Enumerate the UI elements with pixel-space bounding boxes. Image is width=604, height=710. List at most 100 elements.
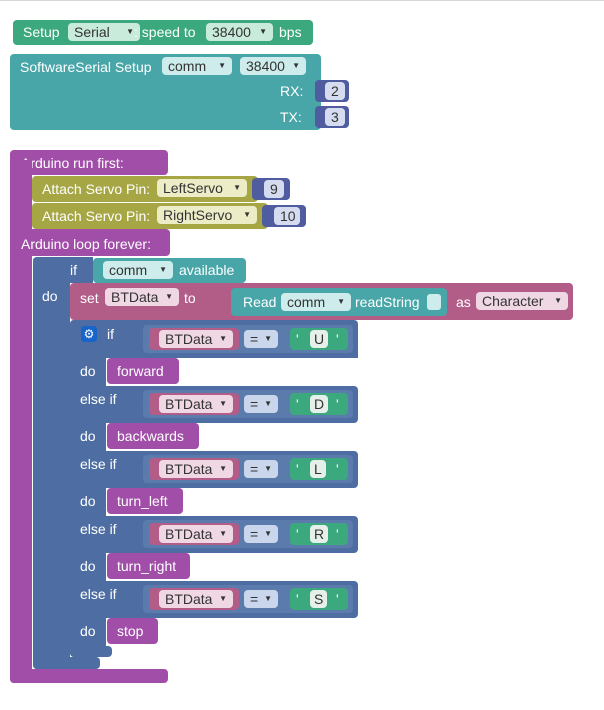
right-servo-pin-field[interactable]: 10 bbox=[274, 207, 300, 225]
servo-attach-block-right[interactable]: Attach Servo Pin: RightServo▼ bbox=[32, 203, 268, 229]
software-serial-speed-dropdown[interactable]: 38400▼ bbox=[240, 57, 306, 75]
do-label: do bbox=[80, 363, 96, 379]
outer-do-label: do bbox=[42, 288, 58, 304]
arduino-loop-header[interactable] bbox=[10, 229, 170, 256]
servo-pin-block-left[interactable]: 9 bbox=[252, 178, 290, 200]
compare-variable-block[interactable]: BTData▼ bbox=[149, 588, 239, 610]
char-block[interactable]: ' L ' bbox=[290, 458, 348, 480]
set-variable-value: BTData bbox=[111, 289, 159, 305]
outer-if-label: if bbox=[70, 262, 77, 278]
operator-dropdown[interactable]: =▼ bbox=[244, 460, 278, 478]
compare-variable-dropdown[interactable]: BTData▼ bbox=[159, 395, 233, 413]
setup-serial-block[interactable]: Setup Serial▼ : speed to 38400▼ bps bbox=[13, 20, 313, 45]
stream-available-block[interactable]: comm▼ available bbox=[93, 258, 246, 283]
action-block[interactable]: turn_right bbox=[107, 553, 190, 579]
action-block[interactable]: turn_left bbox=[107, 488, 183, 514]
chevron-down-icon: ▼ bbox=[264, 399, 272, 408]
char-value: U bbox=[314, 331, 325, 347]
rx-number-block[interactable]: 2 bbox=[315, 80, 349, 102]
else-if-label: else if bbox=[80, 391, 117, 407]
read-string-block[interactable]: Read comm▼ readString bbox=[231, 288, 447, 316]
compare-variable-dropdown[interactable]: BTData▼ bbox=[159, 330, 233, 348]
set-variable-dropdown[interactable]: BTData ▼ bbox=[105, 288, 179, 306]
read-string-empty-slot[interactable] bbox=[427, 294, 441, 310]
compare-variable-block[interactable]: BTData▼ bbox=[149, 328, 239, 350]
quote-open-icon: ' bbox=[296, 591, 299, 607]
compare-variable-dropdown[interactable]: BTData▼ bbox=[159, 525, 233, 543]
chevron-down-icon: ▼ bbox=[264, 464, 272, 473]
read-stream-dropdown[interactable]: comm▼ bbox=[281, 293, 351, 311]
operator-dropdown[interactable]: =▼ bbox=[244, 590, 278, 608]
chevron-down-icon: ▼ bbox=[243, 210, 251, 219]
compare-variable-dropdown[interactable]: BTData▼ bbox=[159, 460, 233, 478]
inner-if-footer bbox=[70, 646, 112, 657]
char-block[interactable]: ' S ' bbox=[290, 588, 348, 610]
operator-dropdown[interactable]: =▼ bbox=[244, 525, 278, 543]
compare-variable-dropdown[interactable]: BTData▼ bbox=[159, 590, 233, 608]
tx-number-field[interactable]: 3 bbox=[325, 108, 345, 126]
action-block[interactable]: forward bbox=[107, 358, 179, 384]
set-label: set bbox=[80, 290, 99, 306]
char-block[interactable]: ' U ' bbox=[290, 328, 348, 350]
quote-close-icon: ' bbox=[336, 331, 339, 347]
left-servo-pin-field[interactable]: 9 bbox=[264, 180, 284, 198]
compare-block[interactable]: BTData▼ =▼ ' R ' bbox=[143, 520, 353, 548]
setup-serial-suffix: bps bbox=[279, 24, 302, 40]
char-field[interactable]: L bbox=[310, 460, 326, 478]
available-stream-dropdown[interactable]: comm▼ bbox=[103, 261, 173, 279]
as-label: as bbox=[456, 294, 471, 310]
rx-label: RX: bbox=[280, 83, 304, 99]
quote-close-icon: ' bbox=[336, 461, 339, 477]
setup-serial-middle: : speed to bbox=[134, 24, 196, 40]
char-field[interactable]: S bbox=[310, 590, 328, 608]
servo-attach-block-left[interactable]: Attach Servo Pin: LeftServo▼ bbox=[32, 176, 258, 202]
compare-block[interactable]: BTData▼ =▼ ' S ' bbox=[143, 585, 353, 613]
char-value: D bbox=[314, 396, 325, 412]
do-label: do bbox=[80, 623, 96, 639]
right-servo-pin-value: 10 bbox=[280, 208, 296, 224]
read-stream-value: comm bbox=[287, 294, 326, 310]
software-serial-block[interactable]: SoftwareSerial Setup comm▼ 38400▼ RX: TX… bbox=[10, 54, 321, 130]
operator-value: = bbox=[250, 461, 259, 477]
arduino-run-first-header[interactable] bbox=[10, 150, 168, 175]
read-string-label: readString bbox=[355, 294, 420, 310]
else-if-label: else if bbox=[80, 456, 117, 472]
to-label: to bbox=[184, 290, 196, 306]
rx-number-field[interactable]: 2 bbox=[325, 82, 345, 100]
chevron-down-icon: ▼ bbox=[219, 464, 227, 473]
char-block[interactable]: ' R ' bbox=[290, 523, 348, 545]
right-servo-dropdown[interactable]: RightServo ▼ bbox=[157, 206, 257, 224]
gear-icon[interactable]: ⚙ bbox=[81, 326, 97, 342]
compare-variable-block[interactable]: BTData▼ bbox=[149, 393, 239, 415]
quote-open-icon: ' bbox=[296, 526, 299, 542]
compare-block[interactable]: BTData▼ =▼ ' U ' bbox=[143, 325, 353, 353]
do-label: do bbox=[80, 493, 96, 509]
setup-serial-prefix: Setup bbox=[23, 24, 60, 40]
quote-close-icon: ' bbox=[336, 591, 339, 607]
compare-variable-block[interactable]: BTData▼ bbox=[149, 458, 239, 480]
compare-block[interactable]: BTData▼ =▼ ' L ' bbox=[143, 455, 353, 483]
action-block[interactable]: stop bbox=[107, 618, 158, 644]
compare-variable-block[interactable]: BTData▼ bbox=[149, 523, 239, 545]
char-field[interactable]: U bbox=[310, 330, 329, 348]
servo-pin-block-right[interactable]: 10 bbox=[262, 205, 306, 227]
chevron-down-icon: ▼ bbox=[165, 292, 173, 301]
type-dropdown[interactable]: Character▼ bbox=[476, 292, 568, 310]
char-field[interactable]: D bbox=[310, 395, 329, 413]
tx-number-block[interactable]: 3 bbox=[315, 106, 349, 128]
operator-dropdown[interactable]: =▼ bbox=[244, 330, 278, 348]
quote-close-icon: ' bbox=[336, 526, 339, 542]
available-stream-value: comm bbox=[109, 262, 148, 278]
char-field[interactable]: R bbox=[310, 525, 329, 543]
serial-port-dropdown[interactable]: Serial▼ bbox=[68, 23, 140, 41]
left-servo-dropdown[interactable]: LeftServo▼ bbox=[157, 179, 247, 197]
operator-value: = bbox=[250, 591, 259, 607]
operator-dropdown[interactable]: =▼ bbox=[244, 395, 278, 413]
char-block[interactable]: ' D ' bbox=[290, 393, 348, 415]
compare-block[interactable]: BTData▼ =▼ ' D ' bbox=[143, 390, 353, 418]
right-servo-value: RightServo bbox=[163, 207, 233, 223]
software-serial-name-dropdown[interactable]: comm▼ bbox=[162, 57, 232, 75]
action-block[interactable]: backwards bbox=[107, 423, 199, 449]
serial-speed-dropdown[interactable]: 38400▼ bbox=[206, 23, 273, 41]
outer-if-arm bbox=[33, 257, 70, 669]
